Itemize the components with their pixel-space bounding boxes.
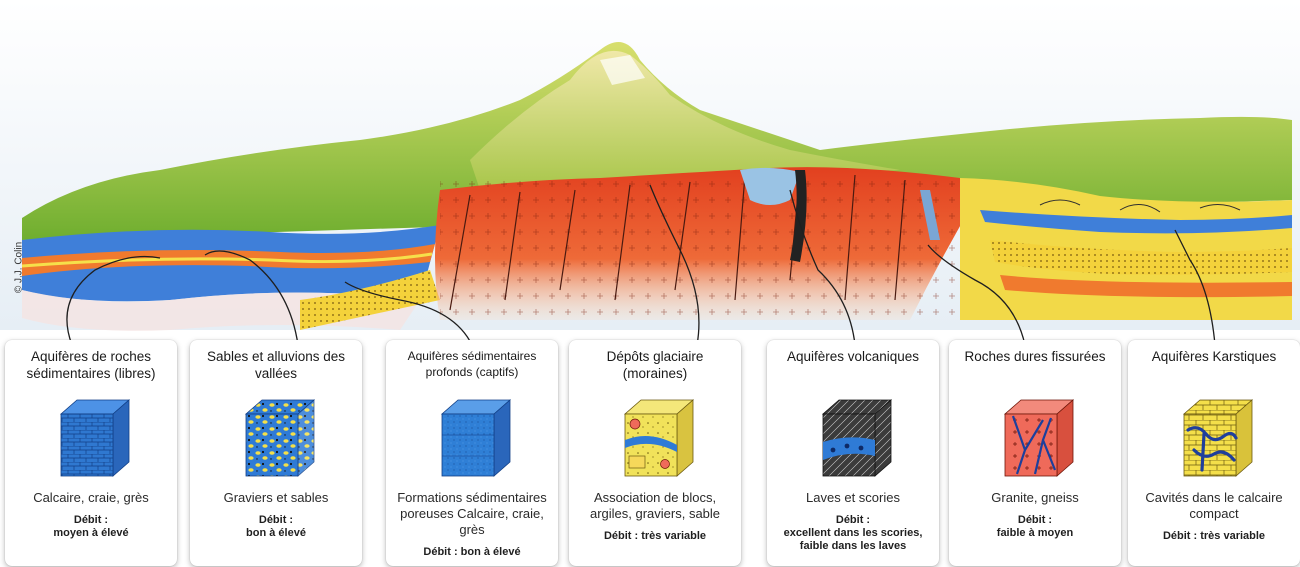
flow-value: faible à moyen	[996, 527, 1074, 539]
aquifer-card-glacial-moraine: Dépôts glaciaire (moraines) Association …	[569, 340, 741, 566]
card-title: Aquifères Karstiques	[1151, 349, 1277, 364]
moraine-block-icon	[623, 399, 695, 477]
aquifer-card-karst: Aquifères Karstiques Cavités dans le cal…	[1128, 340, 1300, 566]
card-title: Aquifères sédimentaires profonds (captif…	[407, 349, 537, 379]
card-title: Aquifères de roches sédimentaires (libre…	[26, 349, 156, 381]
flow-label: Débit : très variable	[1162, 530, 1266, 542]
card-description: Laves et scories	[806, 490, 900, 505]
flow-value: moyen à élevé	[53, 527, 129, 539]
card-description: Graviers et sables	[223, 490, 329, 505]
flow-label: Débit :	[73, 514, 109, 526]
aquifer-card-sedimentary-free: Aquifères de roches sédimentaires (libre…	[5, 340, 177, 566]
card-title: Aquifères volcaniques	[786, 349, 920, 364]
limestone-block-icon	[59, 399, 131, 477]
aquifer-card-volcanic: Aquifères volcaniques Laves et scories D…	[767, 340, 939, 566]
card-description: Formations sédimentaires poreuses Calcai…	[397, 490, 547, 537]
aquifer-card-fractured-hard-rock: Roches dures fissurées Granite, gneiss D…	[949, 340, 1121, 566]
flow-label: Débit : très variable	[603, 530, 707, 542]
flow-value: bon à élevé	[246, 527, 306, 539]
gravel-sand-block-icon	[244, 399, 316, 477]
fractured-granite-block-icon	[1003, 399, 1075, 477]
porous-sediment-block-icon	[440, 399, 512, 477]
card-title: Sables et alluvions des vallées	[206, 349, 346, 381]
flow-value: excellent dans les scories, faible dans …	[783, 527, 923, 552]
flow-label: Débit :	[258, 514, 294, 526]
aquifer-card-sand-alluvium: Sables et alluvions des vallées Graviers…	[190, 340, 362, 566]
card-title: Dépôts glaciaire (moraines)	[606, 349, 704, 381]
card-description: Granite, gneiss	[991, 490, 1079, 505]
volcanic-block-icon	[821, 399, 893, 477]
karst-block-icon	[1182, 399, 1254, 477]
card-description: Association de blocs, argiles, graviers,…	[589, 490, 721, 521]
flow-label: Débit : bon à élevé	[423, 546, 521, 558]
card-description: Cavités dans le calcaire compact	[1145, 490, 1283, 521]
flow-label: Débit :	[1017, 514, 1053, 526]
card-description: Calcaire, craie, grès	[33, 490, 149, 505]
aquifer-card-deep-sedimentary: Aquifères sédimentaires profonds (captif…	[386, 340, 558, 566]
card-title: Roches dures fissurées	[964, 349, 1106, 364]
image-credit: © J.J. Colin	[13, 241, 25, 294]
flow-label: Débit :	[835, 514, 871, 526]
